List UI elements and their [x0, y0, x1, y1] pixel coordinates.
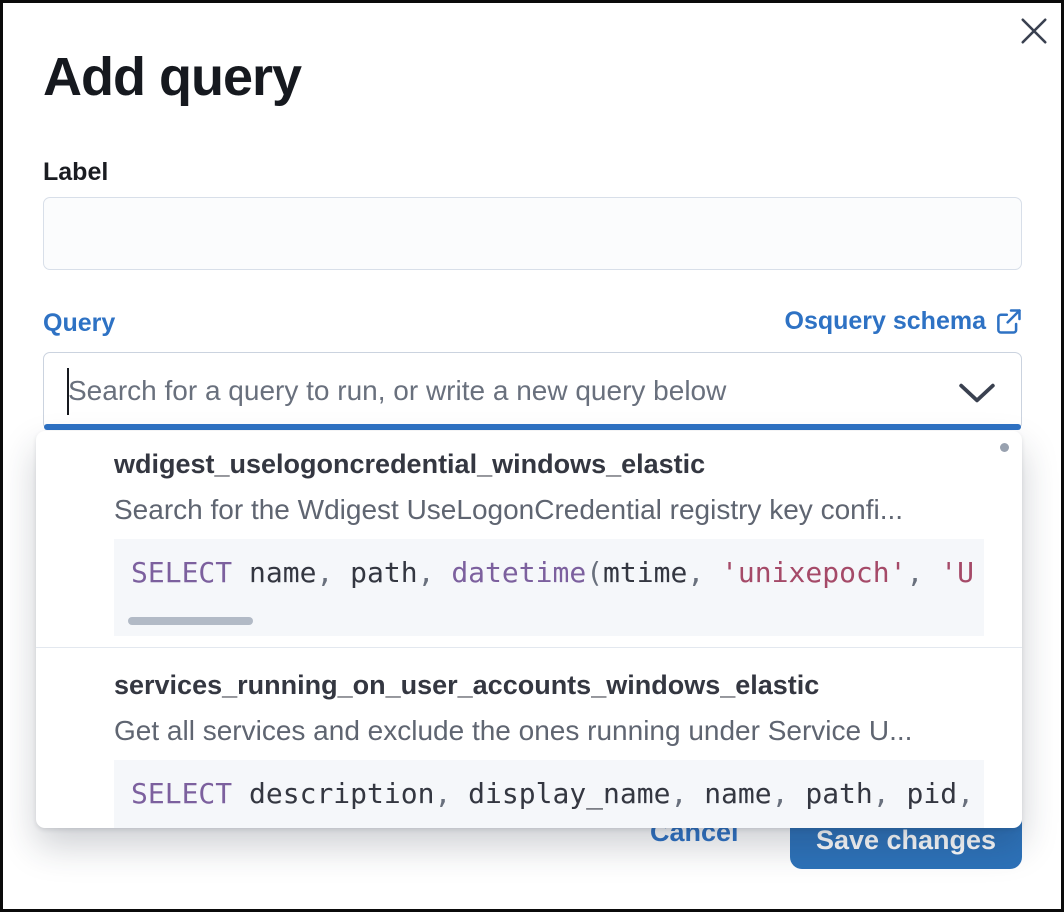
close-icon[interactable] [1014, 14, 1054, 50]
query-option-sql-preview: SELECT description, display_name, name, … [114, 760, 984, 828]
query-suggestions-panel: wdigest_uselogoncredential_windows_elast… [36, 431, 1022, 828]
horizontal-scrollbar-thumb[interactable] [128, 617, 253, 625]
query-option-title: wdigest_uselogoncredential_windows_elast… [114, 449, 706, 479]
chevron-down-icon[interactable] [958, 382, 996, 404]
query-option-description: Search for the Wdigest UseLogonCredentia… [114, 494, 904, 525]
query-field-label: Query [43, 309, 116, 337]
label-field-label: Label [43, 158, 109, 186]
page-title: Add query [43, 47, 302, 107]
osquery-schema-link[interactable]: Osquery schema [785, 307, 1023, 336]
query-option-wdigest[interactable]: wdigest_uselogoncredential_windows_elast… [36, 448, 1022, 636]
query-search-input[interactable] [68, 363, 948, 419]
query-option-description: Get all services and exclude the ones ru… [114, 715, 913, 746]
label-input[interactable] [43, 197, 1022, 270]
focus-underline [44, 424, 1021, 430]
query-option-title: services_running_on_user_accounts_window… [114, 670, 820, 700]
osquery-schema-link-label: Osquery schema [784, 307, 987, 335]
option-divider [36, 647, 1022, 648]
query-option-sql-preview: SELECT name, path, datetime(mtime, 'unix… [114, 539, 984, 636]
vertical-scrollbar-thumb[interactable] [1000, 443, 1009, 452]
external-link-icon [997, 309, 1021, 334]
query-search-combobox[interactable] [43, 352, 1022, 430]
query-option-services[interactable]: services_running_on_user_accounts_window… [36, 669, 1022, 828]
